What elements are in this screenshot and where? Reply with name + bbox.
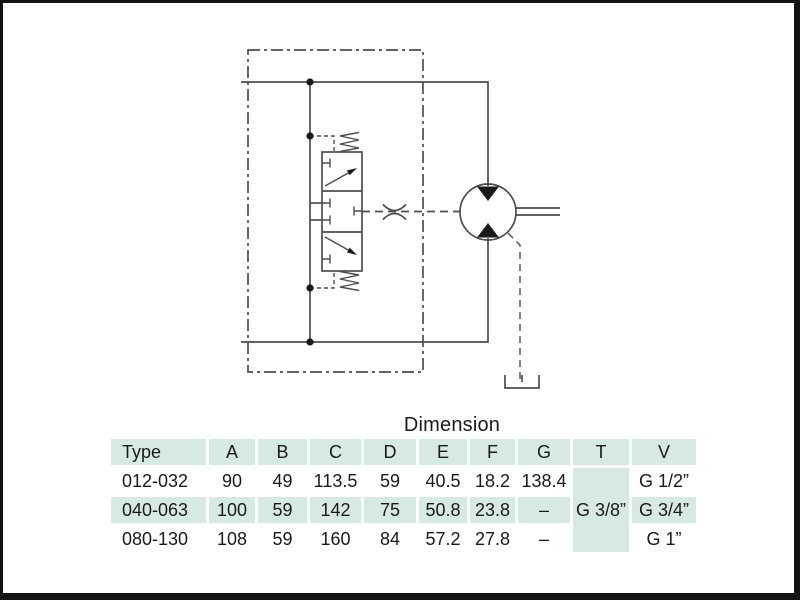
table-header-row: Type A B C D E F G T V: [111, 439, 696, 465]
cell-b: 59: [258, 497, 307, 523]
table-row: 040-063 100 59 142 75 50.8 23.8 – G 3/4”: [111, 497, 696, 523]
cell-d: 75: [364, 497, 416, 523]
table-row: 012-032 90 49 113.5 59 40.5 18.2 138.4 G…: [111, 468, 696, 552]
cell-b: 59: [272, 528, 293, 549]
main-circuit-lines: [241, 81, 489, 343]
cell-v: G 1”: [646, 528, 682, 549]
cell-type: 040-063: [111, 497, 206, 523]
cell-e: 57.2: [425, 528, 461, 549]
col-header-f: F: [470, 439, 515, 465]
valve-springs: [339, 131, 360, 292]
cell-c: 142: [310, 497, 361, 523]
cell-type: 012-032: [122, 470, 189, 491]
cell-f: 27.8: [474, 528, 511, 549]
col-header-g: G: [518, 439, 570, 465]
motor-shaft: [516, 207, 560, 216]
spring-bottom-icon: [339, 270, 360, 292]
cell-e: 40.5: [425, 470, 461, 491]
cell-type: 080-130: [122, 528, 189, 549]
enclosure-boundary: [247, 49, 424, 373]
tank-symbol: [504, 375, 540, 389]
cell-e: 50.8: [419, 497, 467, 523]
col-header-d: D: [364, 439, 416, 465]
motor-triangle-top: [477, 186, 499, 201]
cell-a: 90: [221, 470, 243, 491]
junction-dots: [306, 78, 314, 346]
valve-arrow-down-icon: [346, 247, 357, 255]
table-title: Dimension: [403, 414, 501, 436]
col-header-e: E: [419, 439, 467, 465]
cell-f: 23.8: [470, 497, 515, 523]
orifice: [362, 203, 460, 221]
valve-arrow-up-icon: [346, 168, 357, 176]
drain-line: [507, 232, 521, 381]
cell-a: 100: [209, 497, 255, 523]
col-header-b: B: [258, 439, 307, 465]
cell-g: –: [538, 528, 549, 549]
hydraulic-circuit-diagram: [241, 49, 560, 389]
hydraulic-motor: [459, 183, 517, 241]
cell-v: G 1/2”: [638, 470, 690, 491]
cell-a: 108: [216, 528, 248, 549]
cell-f: 18.2: [474, 470, 511, 491]
cell-g: 138.4: [521, 470, 567, 491]
dual-relief-valve-block: [321, 151, 363, 272]
col-header-c: C: [310, 439, 361, 465]
col-header-type: Type: [111, 439, 206, 465]
t-shared-cell: G 3/8”: [573, 468, 629, 552]
cell-d: 59: [379, 470, 401, 491]
cell-v: G 3/4”: [632, 497, 696, 523]
cell-c: 113.5: [313, 470, 358, 491]
spring-top-icon: [339, 131, 360, 153]
cell-g: –: [518, 497, 570, 523]
motor-triangle-bottom: [477, 223, 499, 238]
col-header-v: V: [632, 439, 696, 465]
pilot-lines: [310, 135, 335, 289]
cell-c: 160: [320, 528, 351, 549]
col-header-t: T: [573, 439, 629, 465]
col-header-a: A: [209, 439, 255, 465]
dimension-table: Type A B C D E F G T V 012-032 90 49 113…: [108, 436, 699, 555]
cell-b: 49: [272, 470, 293, 491]
cell-d: 84: [379, 528, 401, 549]
table-row: 080-130 108 59 160 84 57.2 27.8 – G 1”: [111, 526, 696, 552]
